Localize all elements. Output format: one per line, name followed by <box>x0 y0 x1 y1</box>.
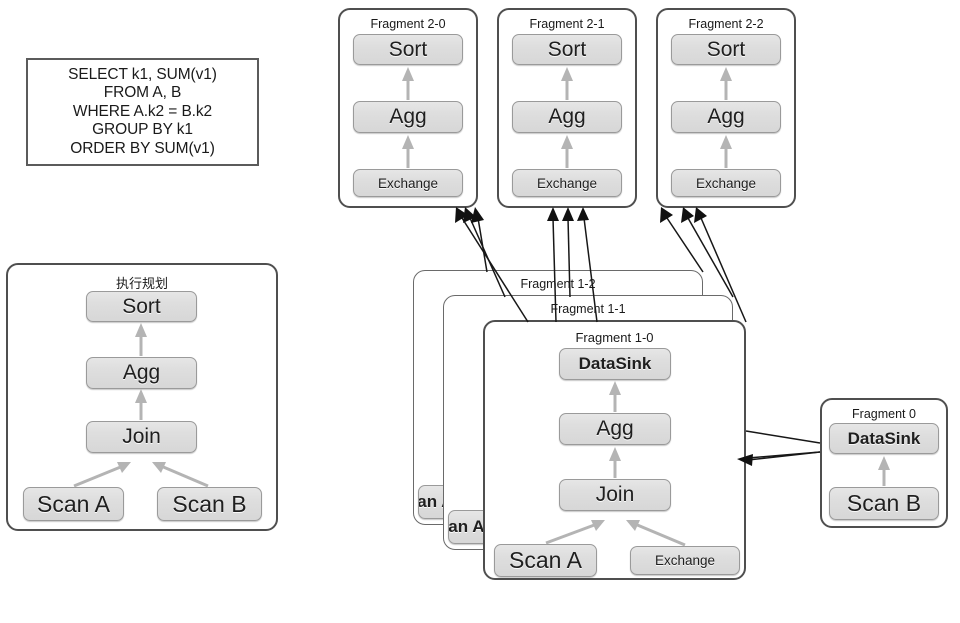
link-frag1-to-frag2-1-c <box>577 207 598 323</box>
node-label: Sort <box>122 294 161 318</box>
fragment-1-0-node-datasink[interactable]: DataSink <box>559 348 671 380</box>
fragment-2-1-edge-agg-to-sort <box>561 67 573 100</box>
fragment-2-2-node-sort[interactable]: Sort <box>671 34 781 65</box>
link-frag1-to-frag2-0-c <box>471 207 488 273</box>
link-frag0-to-frag1-b <box>737 451 821 466</box>
fragment-2-1-edge-exchange-to-agg <box>561 135 573 168</box>
node-label: Agg <box>707 105 745 128</box>
link-frag1-to-frag2-1-b <box>562 207 574 298</box>
link-frag1-to-frag2-1-a <box>547 207 559 323</box>
node-label: Scan B <box>846 490 922 516</box>
plan-node-scan-a[interactable]: Scan A <box>23 487 124 521</box>
sql-line: ORDER BY SUM(v1) <box>70 139 215 157</box>
execution-plan-title: 执行规划 <box>115 276 168 291</box>
link-frag1-to-frag2-2-c <box>694 207 747 323</box>
link-frag1-to-frag2-2-a <box>660 207 704 273</box>
sql-query-box: SELECT k1, SUM(v1) FROM A, B WHERE A.k2 … <box>26 58 259 166</box>
fragment-1-0-edge-agg-to-datasink <box>609 381 621 412</box>
link-frag1-to-frag2-0-a <box>455 207 529 323</box>
sql-line: GROUP BY k1 <box>92 121 193 139</box>
fragment-1-2-title: Fragment 1-2 <box>520 277 596 291</box>
fragment-2-2-node-agg[interactable]: Agg <box>671 101 781 133</box>
fragment-2-0-node-agg[interactable]: Agg <box>353 101 463 133</box>
sql-line: WHERE A.k2 = B.k2 <box>72 102 213 120</box>
node-label: Exchange <box>695 175 757 191</box>
fragment-1-0-node-exchange[interactable]: Exchange <box>630 546 740 575</box>
link-frag1-to-frag2-2-b <box>681 207 734 298</box>
fragment-2-0-edge-agg-to-sort <box>402 67 414 100</box>
node-label: Sort <box>706 37 746 61</box>
fragment-2-1-node-sort[interactable]: Sort <box>512 34 622 65</box>
link-frag0-to-frag1-a <box>745 430 821 444</box>
fragment-0-node-datasink[interactable]: DataSink <box>829 423 939 454</box>
fragment-2-1-title: Fragment 2-1 <box>529 17 605 31</box>
plan-node-agg[interactable]: Agg <box>86 357 197 389</box>
plan-edge-scan-b-to-join <box>152 462 209 488</box>
node-label: Scan A <box>448 517 485 536</box>
node-label: Exchange <box>377 175 439 191</box>
node-label: Agg <box>122 361 161 384</box>
node-label: Scan A <box>509 547 582 573</box>
fragment-1-0-edge-join-to-agg <box>609 447 621 478</box>
fragment-2-1-node-exchange[interactable]: Exchange <box>512 169 622 197</box>
fragment-2-2-title: Fragment 2-2 <box>688 17 764 31</box>
plan-node-join[interactable]: Join <box>86 421 197 453</box>
node-label: Join <box>595 483 635 506</box>
node-label: Join <box>122 425 161 448</box>
node-label: Agg <box>596 417 634 440</box>
fragment-2-0-edge-exchange-to-agg <box>402 135 414 168</box>
fragment-2-1-node-agg[interactable]: Agg <box>512 101 622 133</box>
fragment-0-node-scan-b[interactable]: Scan B <box>829 487 939 520</box>
link-frag1-to-frag2-0-b <box>463 207 506 298</box>
fragment-1-0-node-scan-a[interactable]: Scan A <box>494 544 597 577</box>
node-label: DataSink <box>847 428 921 448</box>
node-label: Scan B <box>172 490 247 517</box>
plan-edge-agg-to-sort <box>135 323 147 356</box>
fragment-2-0-node-sort[interactable]: Sort <box>353 34 463 65</box>
fragment-1-0-edge-scan-a-to-join <box>545 520 605 545</box>
node-label: Agg <box>389 105 427 128</box>
fragment-1-0-node-agg[interactable]: Agg <box>559 413 671 445</box>
node-label: Agg <box>548 105 586 128</box>
sql-line: SELECT k1, SUM(v1) <box>68 65 217 83</box>
plan-edge-scan-a-to-join <box>73 462 131 488</box>
node-label: Sort <box>547 37 587 61</box>
fragment-2-2-edge-exchange-to-agg <box>720 135 732 168</box>
fragment-0-title: Fragment 0 <box>852 407 916 421</box>
fragment-2-2-edge-agg-to-sort <box>720 67 732 100</box>
sql-line: FROM A, B <box>103 84 182 102</box>
node-label: Exchange <box>536 175 598 191</box>
plan-node-scan-b[interactable]: Scan B <box>157 487 262 521</box>
fragment-1-0-title: Fragment 1-0 <box>575 330 654 345</box>
node-label: Sort <box>388 37 428 61</box>
node-label: DataSink <box>578 354 652 373</box>
plan-node-sort[interactable]: Sort <box>86 291 197 322</box>
fragment-2-0-title: Fragment 2-0 <box>370 17 446 31</box>
fragment-1-0-node-join[interactable]: Join <box>559 479 671 511</box>
plan-edge-join-to-agg <box>135 389 147 420</box>
fragment-2-0-node-exchange[interactable]: Exchange <box>353 169 463 197</box>
fragment-1-1-title: Fragment 1-1 <box>550 302 626 316</box>
node-label: Scan A <box>37 490 110 517</box>
node-label: Exchange <box>654 553 716 568</box>
fragment-2-2-node-exchange[interactable]: Exchange <box>671 169 781 197</box>
fragment-1-0-edge-exchange-to-join <box>626 520 686 547</box>
fragment-0-edge-scan-b-to-datasink <box>878 456 890 486</box>
